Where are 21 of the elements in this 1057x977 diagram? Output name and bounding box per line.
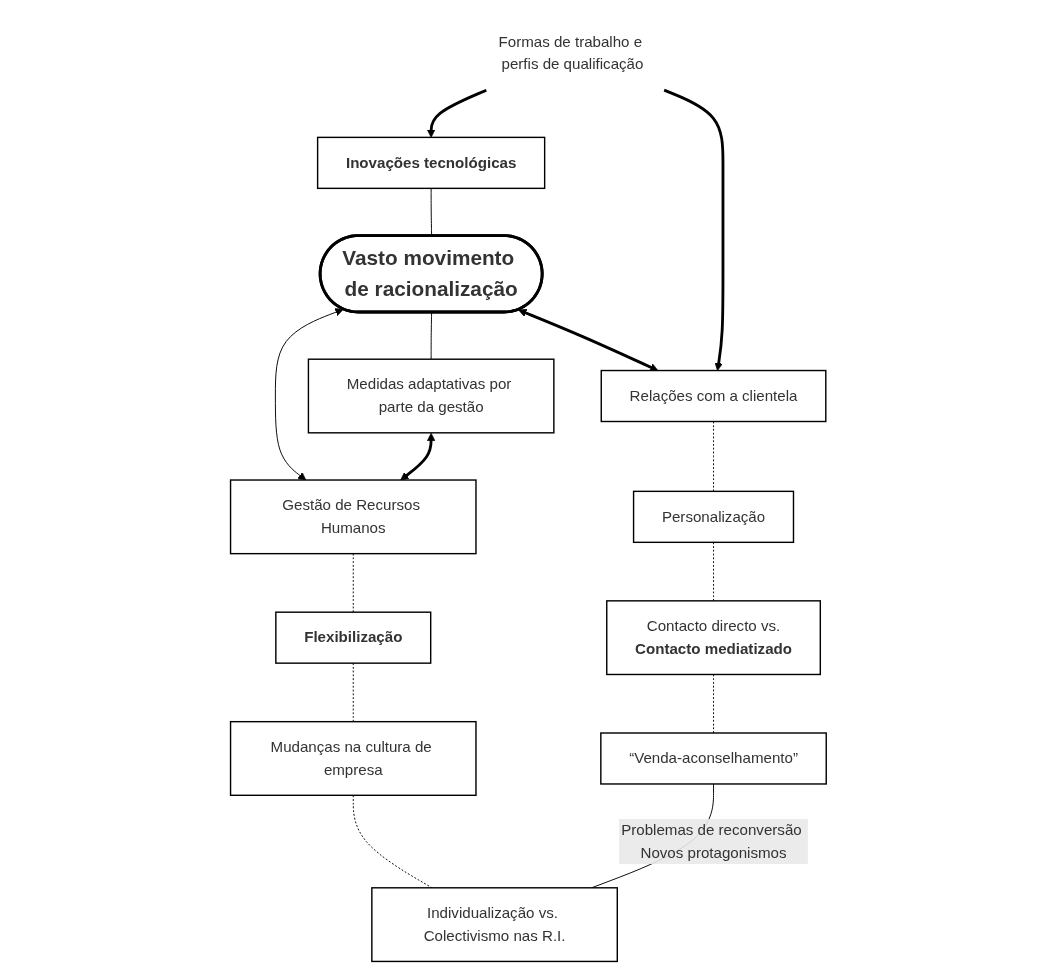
connector [352, 662, 354, 722]
node-box: Inovações tecnológicas [317, 136, 546, 189]
node-box: Gestão de Recursos Humanos [229, 478, 477, 554]
node-box: Relações com a clientela [600, 369, 827, 422]
node-box: Individualização vs. Colectivismo nas R.I. [371, 886, 619, 962]
edge-label: Problemas de reconversão Novos protagonismos [621, 821, 802, 860]
arrow [518, 308, 659, 371]
node-box: Medidas adaptativas por parte da gestão [307, 358, 555, 434]
node-box: Mudanças na cultura de empresa [229, 720, 477, 796]
node-box: Personalização [633, 490, 795, 543]
connector [713, 673, 715, 733]
node-box: Flexibilização [275, 610, 432, 664]
arrow [663, 88, 725, 371]
connector [430, 187, 433, 236]
node-box: Contacto directo vs. Contacto mediatizado [606, 599, 822, 675]
node-box: “Venda-aconselhamento” [600, 731, 828, 785]
connector [430, 311, 433, 360]
node-text: Formas de trabalho e perfis de qualificação [498, 33, 644, 72]
connector [713, 541, 715, 601]
arrow [400, 432, 436, 480]
arrow [427, 88, 487, 138]
